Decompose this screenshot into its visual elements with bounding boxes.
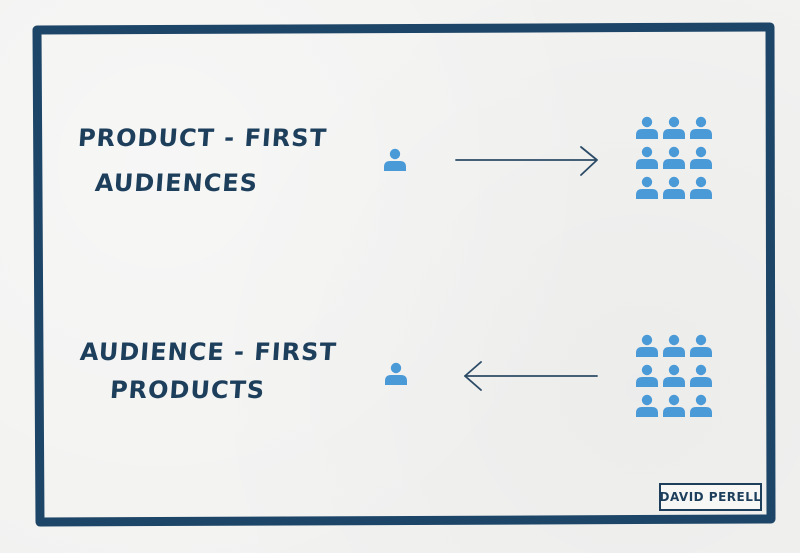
- person-icon: [663, 364, 685, 387]
- person-icon: [663, 176, 685, 199]
- arrow-left: [464, 361, 598, 391]
- row-label-product-first-line1: PRODUCT - FIRST: [77, 124, 328, 152]
- row-label-audience-first-line2: PRODUCTS: [109, 376, 267, 404]
- credit-text: DAVID PERELL: [659, 490, 762, 504]
- row-label-product-first-line2: AUDIENCES: [94, 169, 259, 197]
- audience-group-bottom: [636, 334, 712, 417]
- person-icon: [384, 148, 406, 171]
- person-icon: [636, 116, 658, 139]
- person-icon: [663, 334, 685, 357]
- person-icon: [663, 394, 685, 417]
- person-icon: [636, 176, 658, 199]
- person-icon: [636, 364, 658, 387]
- person-icon: [690, 116, 712, 139]
- person-icon: [663, 146, 685, 169]
- frame-border: [32, 22, 776, 527]
- audience-group-top: [636, 116, 712, 199]
- row-label-audience-first-line1: AUDIENCE - FIRST: [79, 338, 338, 366]
- single-person-icon-bottom: [385, 362, 407, 385]
- person-icon: [690, 334, 712, 357]
- person-icon: [690, 146, 712, 169]
- single-person-icon-top: [384, 148, 406, 171]
- person-icon: [690, 394, 712, 417]
- person-icon: [690, 176, 712, 199]
- person-icon: [690, 364, 712, 387]
- person-icon: [385, 362, 407, 385]
- arrow-right: [455, 146, 598, 176]
- person-icon: [636, 394, 658, 417]
- credit-box: DAVID PERELL: [659, 483, 762, 511]
- person-icon: [636, 334, 658, 357]
- person-icon: [663, 116, 685, 139]
- person-icon: [636, 146, 658, 169]
